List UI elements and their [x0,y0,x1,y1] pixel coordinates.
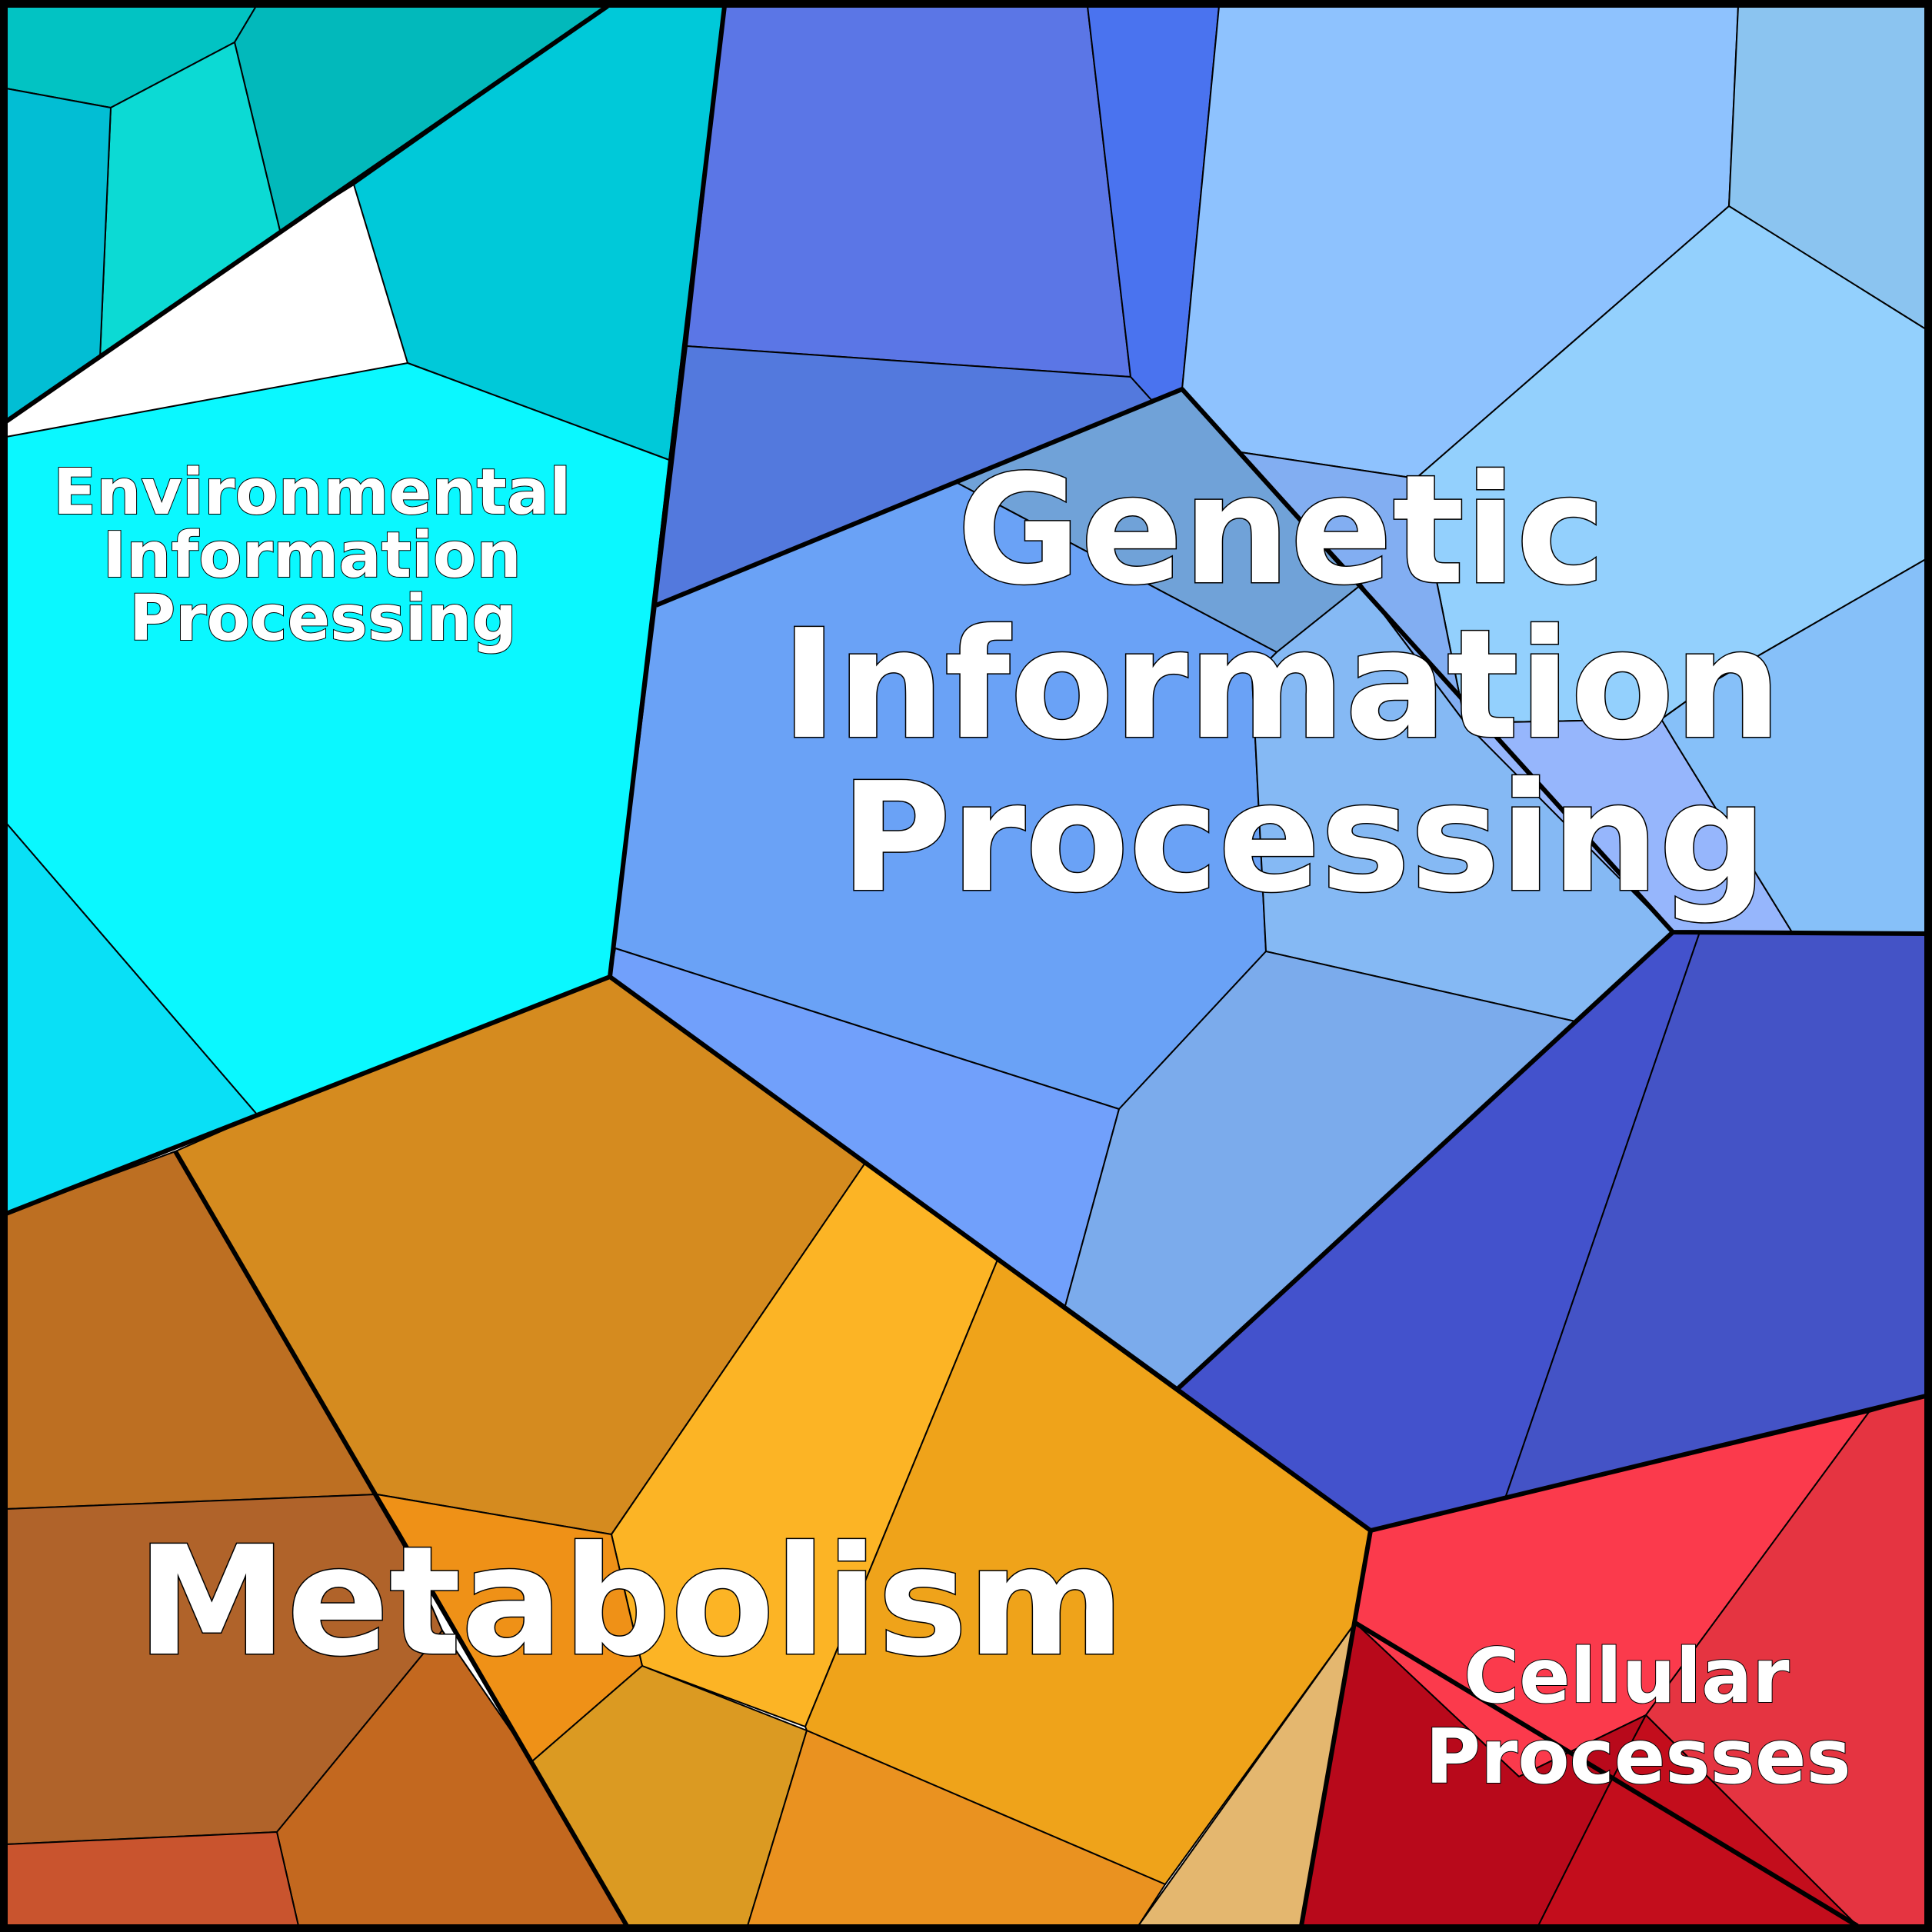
cellular-label-line-1: Cellular [1464,1633,1790,1720]
region-boundaries [5,4,1927,1928]
environmental-label-line-1: Environmental [53,456,571,529]
region-metabolism [5,976,1371,1927]
met-cell-8 [5,1831,299,1927]
environmental-label-line-3: Processing [129,582,517,655]
cellular-label: Cellular Processes [1425,1633,1851,1801]
genetic-label-line-2: Information [781,598,1782,773]
metabolism-label: Metabolism [137,1514,1124,1690]
env-cell-4 [5,88,112,422]
genetic-label: Genetic Information Processing [781,443,1834,926]
cellular-label-line-2: Processes [1425,1714,1851,1801]
metabolism-label-line-1: Metabolism [137,1514,1124,1690]
genetic-label-line-3: Processing [841,751,1767,926]
region-cellular [1301,1395,1927,1927]
environmental-label: Environmental Information Processing [53,456,593,655]
gen-cell-1 [686,5,1131,378]
environmental-label-line-2: Information [103,519,521,592]
genetic-label-line-1: Genetic [957,443,1605,618]
